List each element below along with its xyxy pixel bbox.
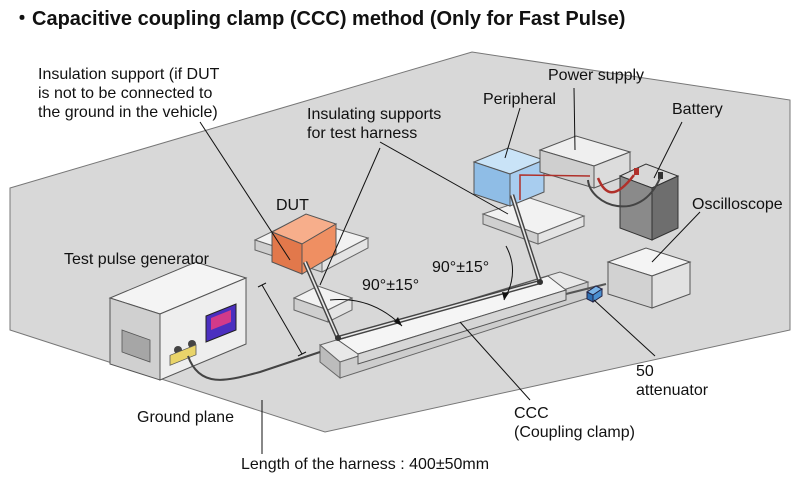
page-title: ・Capacitive coupling clamp (CCC) method … — [12, 8, 626, 30]
angle-label-left: 90°±15° — [362, 277, 420, 294]
power-supply-label: Power supply — [548, 67, 645, 84]
ground-plane-label: Ground plane — [137, 409, 234, 426]
insulation-support-label: Insulation support (if DUT is not to be … — [38, 66, 220, 121]
harness-length-label: Length of the harness : 400±50mm — [241, 456, 490, 473]
angle-label-right: 90°±15° — [432, 259, 490, 276]
oscilloscope-label: Oscilloscope — [692, 196, 783, 213]
ccc-label: CCC (Coupling clamp) — [514, 405, 635, 441]
attenuator-label: 50 attenuator — [636, 363, 709, 399]
peripheral-label: Peripheral — [483, 91, 556, 108]
dut-label: DUT — [276, 197, 309, 214]
battery-label: Battery — [672, 101, 723, 118]
insulating-supports-harness-label: Insulating supports for test harness — [307, 106, 442, 142]
test-pulse-generator-label: Test pulse generator — [64, 251, 209, 268]
